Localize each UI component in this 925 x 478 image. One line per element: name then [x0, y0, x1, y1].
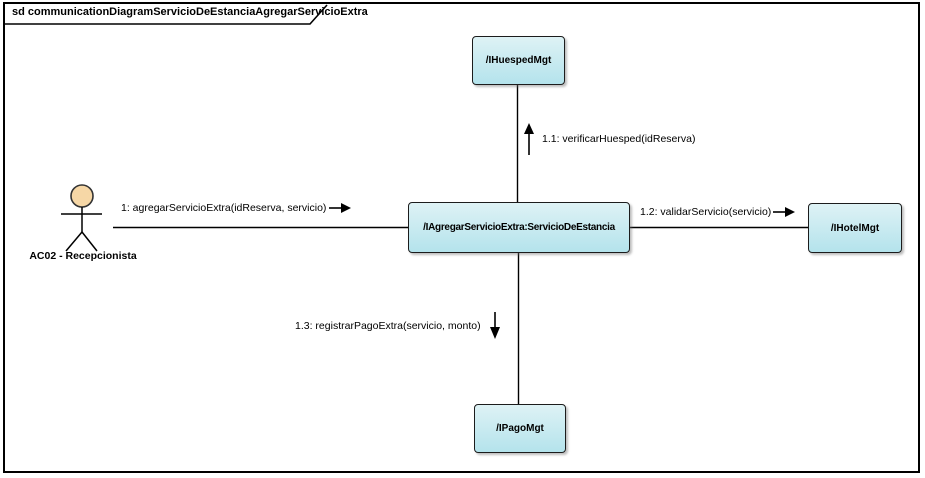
- message-1-2-label: 1.2: validarServicio(servicio): [640, 206, 772, 218]
- frame-title: sd communicationDiagramServicioDeEstanci…: [12, 6, 368, 18]
- node-ihuespedmgt[interactable]: /IHuespedMgt: [472, 36, 565, 85]
- node-ihuespedmgt-label: /IHuespedMgt: [485, 55, 552, 66]
- node-ihotelmgt-label: /IHotelMgt: [830, 222, 880, 234]
- message-1-2: 1.2: validarServicio(servicio): [640, 206, 796, 218]
- frame-title-tab: [5, 4, 328, 25]
- message-1: 1: agregarServicioExtra(idReserva, servi…: [121, 202, 352, 214]
- arrow-down-icon: [489, 312, 500, 339]
- actor-head: [70, 184, 94, 208]
- arrow-right-icon: [773, 207, 796, 217]
- actor-label: AC02 - Recepcionista: [29, 250, 137, 262]
- message-1-1-label: 1.1: verificarHuesped(idReserva): [542, 133, 696, 145]
- node-iagregarservicioextra-label: /IAgregarServicioExtra:ServicioDeEstanci…: [423, 222, 615, 233]
- node-ipagomgt[interactable]: /IPagoMgt: [474, 404, 566, 453]
- title-tab-border: [5, 4, 328, 25]
- message-1-3: 1.3: registrarPagoExtra(servicio, monto): [295, 312, 501, 340]
- arrow-right-icon: [329, 203, 352, 213]
- node-ipagomgt-label: /IPagoMgt: [496, 423, 544, 434]
- actor-right-leg: [81, 231, 98, 252]
- actor-recepcionista[interactable]: [61, 184, 102, 252]
- actor-left-leg: [65, 231, 83, 252]
- message-1-3-label: 1.3: registrarPagoExtra(servicio, monto): [295, 320, 481, 332]
- node-iagregarservicioextra[interactable]: /IAgregarServicioExtra:ServicioDeEstanci…: [408, 202, 630, 253]
- message-1-label: 1: agregarServicioExtra(idReserva, servi…: [121, 202, 327, 214]
- node-ihotelmgt[interactable]: /IHotelMgt: [808, 203, 902, 253]
- arrow-up-icon: [524, 123, 534, 155]
- message-1-1: 1.1: verificarHuesped(idReserva): [523, 122, 695, 156]
